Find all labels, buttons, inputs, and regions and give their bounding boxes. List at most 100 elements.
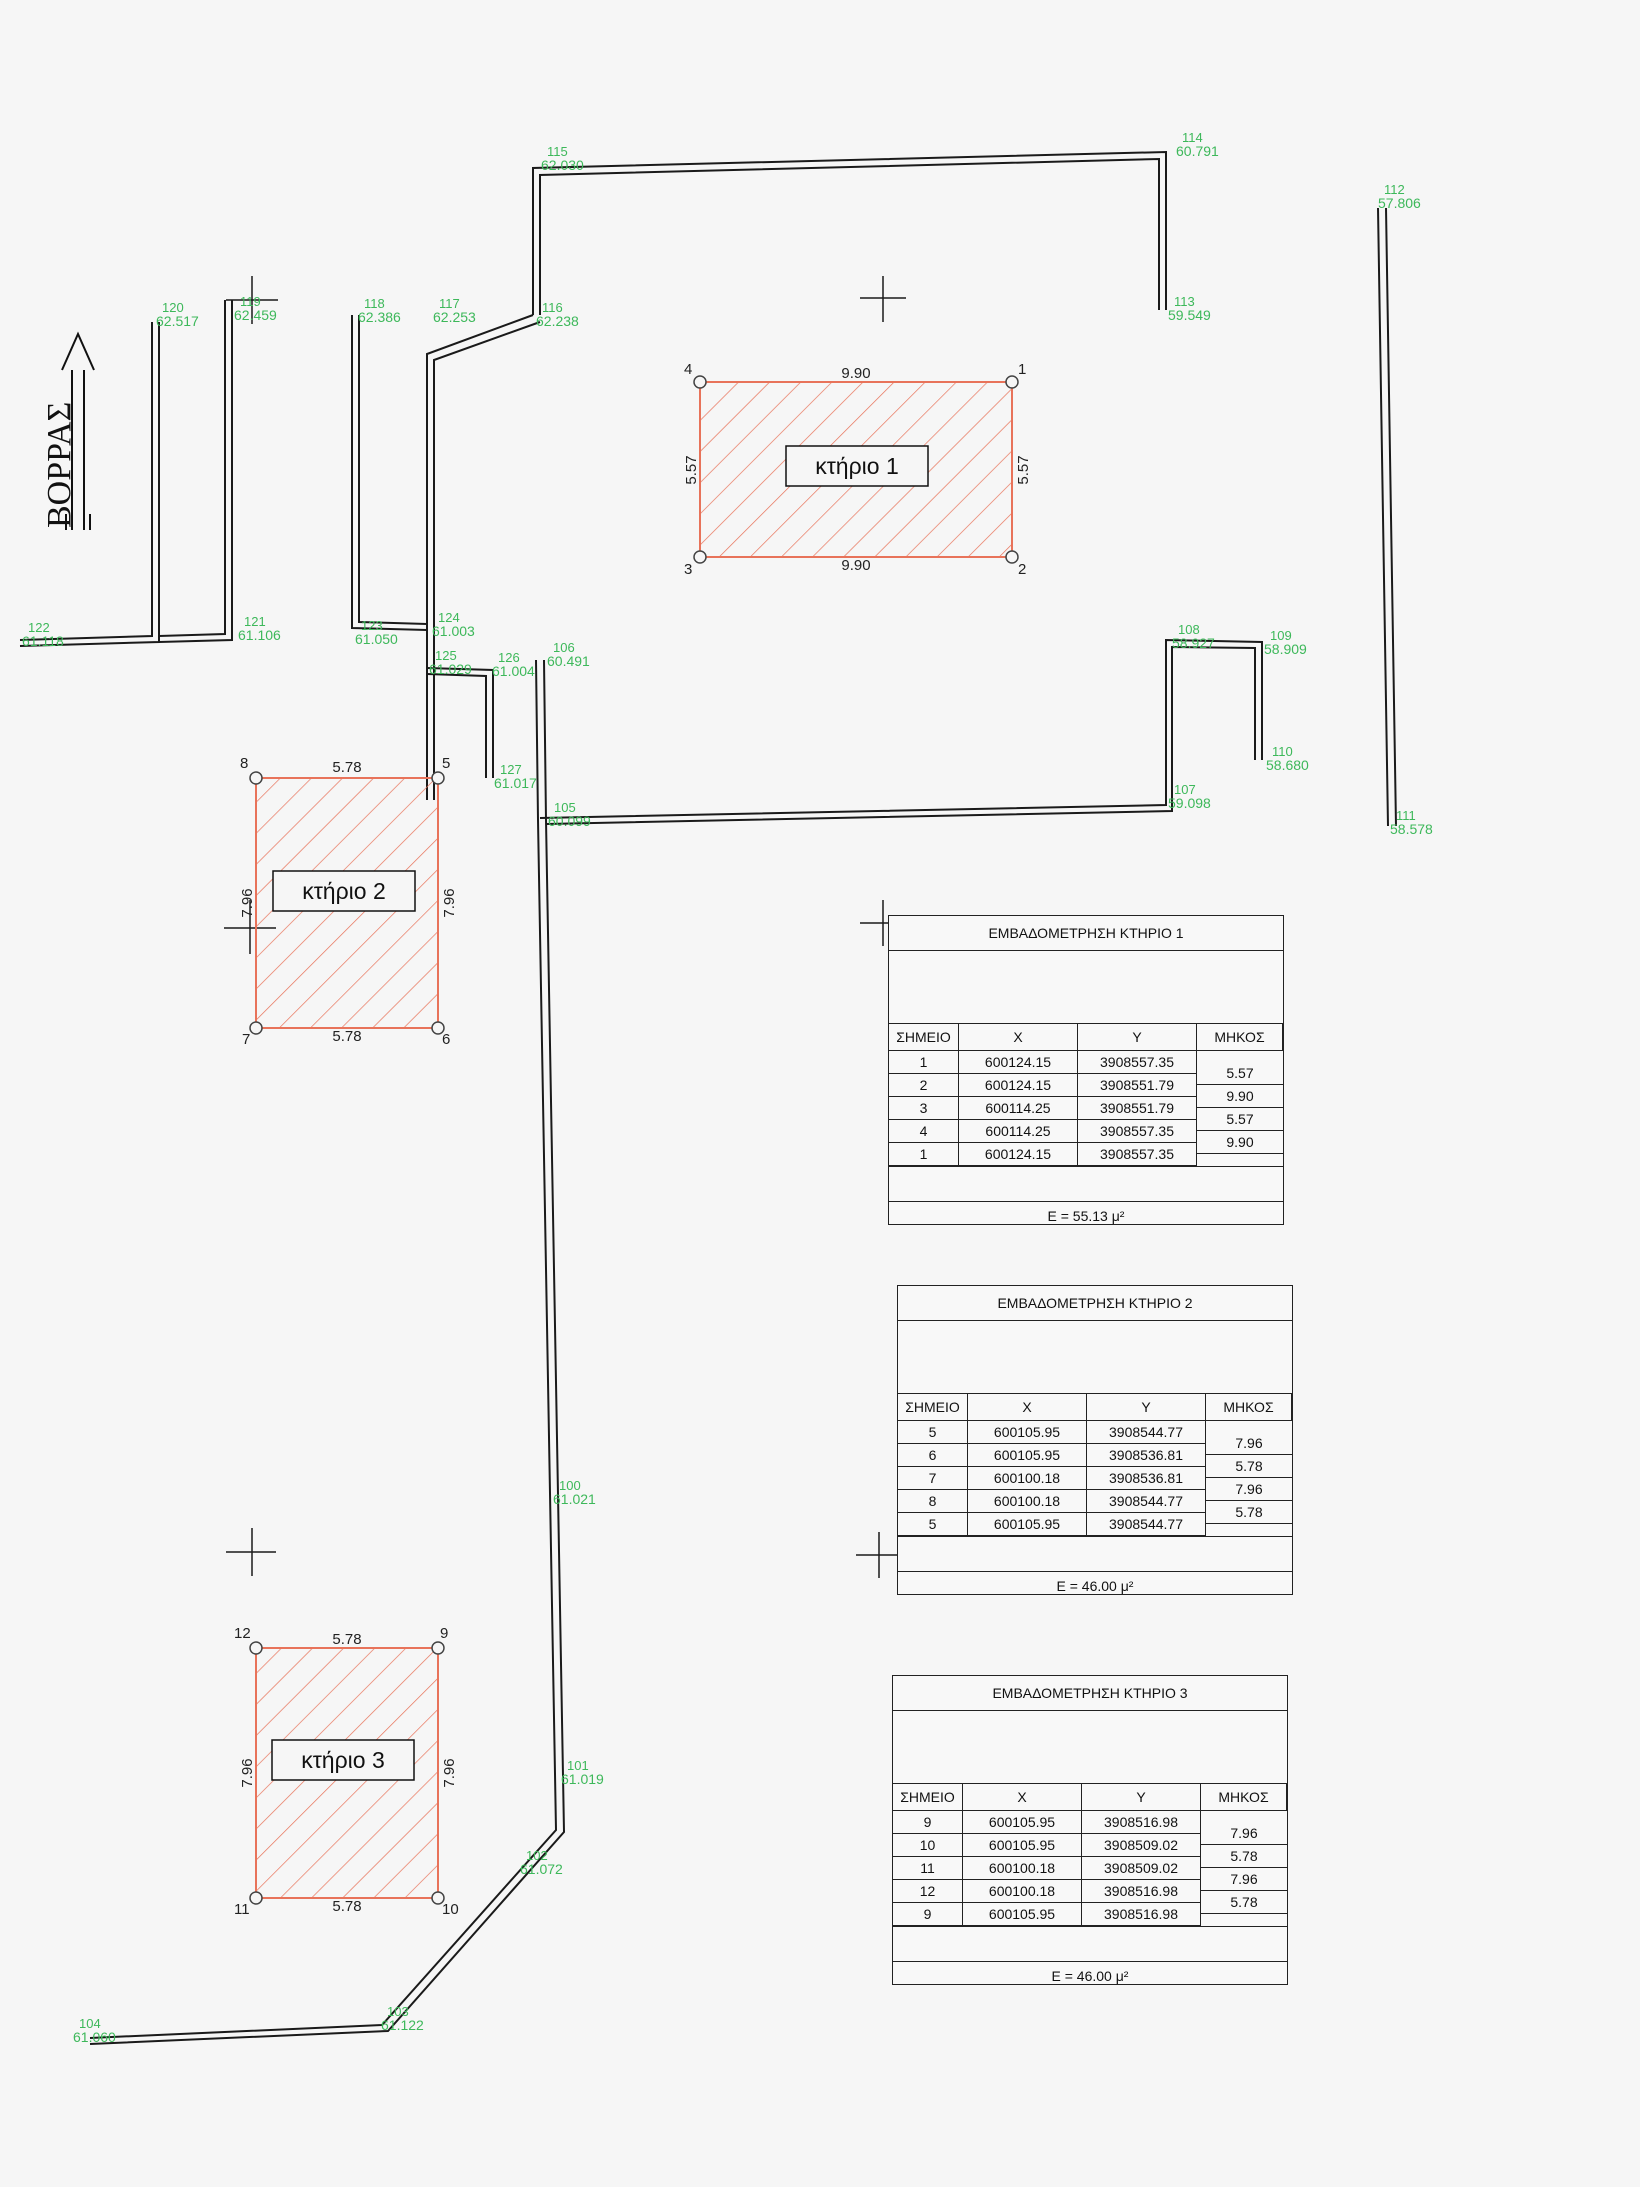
table-cell: 2: [889, 1074, 959, 1097]
corner-label: 4: [684, 361, 692, 378]
survey-point-elevation: 58.909: [1264, 641, 1307, 657]
table-cell: 3908544.77: [1087, 1490, 1206, 1513]
table-title: ΕΜΒΑΔΟΜΕΤΡΗΣΗ ΚΤΗΡΙΟ 2: [898, 1286, 1292, 1321]
cross-marker: [226, 1528, 276, 1576]
survey-point-code: 123: [361, 618, 383, 633]
length-cell: 9.90: [1197, 1131, 1283, 1154]
table-header-cell: Y: [1087, 1394, 1206, 1421]
boundary-west-d: [426, 667, 494, 778]
corner-label: 10: [442, 1901, 459, 1918]
building-1: 4 1 2 3 9.90 9.90 5.57 5.57 κτήριο 1: [683, 361, 1032, 578]
dim-top: 5.78: [332, 1631, 361, 1648]
survey-point-code: 116: [542, 300, 563, 315]
survey-point-code: 126: [498, 650, 520, 665]
survey-point-elevation: 61.122: [381, 2017, 424, 2033]
survey-point-elevation: 60.099: [548, 813, 591, 829]
building-3: 12 9 10 11 5.78 5.78 7.96 7.96 κτήριο 3: [234, 1625, 459, 1918]
table-cell: 3908557.35: [1078, 1051, 1197, 1074]
survey-point-code: 107: [1174, 782, 1196, 797]
table-foot: [898, 1536, 1292, 1571]
table-cell: 10: [893, 1834, 963, 1857]
boundary-south-cross: [539, 638, 1263, 825]
table-cell: 600100.18: [963, 1880, 1082, 1903]
corner-point: [431, 1891, 445, 1905]
table-foot: [889, 1166, 1283, 1201]
label-box: [271, 1739, 415, 1781]
dim-bottom: 5.78: [332, 1028, 361, 1045]
table-cell: 11: [893, 1857, 963, 1880]
survey-point-code: 110: [1272, 744, 1293, 759]
table-cell: 3908536.81: [1087, 1444, 1206, 1467]
table-cell: 3908516.98: [1082, 1811, 1201, 1834]
table-title: ΕΜΒΑΔΟΜΕΤΡΗΣΗ ΚΤΗΡΙΟ 1: [889, 916, 1283, 951]
survey-point-code: 125: [435, 648, 457, 663]
table-header-cell: ΜΗΚΟΣ: [1201, 1784, 1287, 1811]
table-cell: 600100.18: [963, 1857, 1082, 1880]
length-cell: 5.78: [1201, 1891, 1287, 1914]
building-label: κτήριο 1: [815, 453, 899, 479]
corner-point: [249, 1021, 263, 1035]
survey-point-elevation: 59.549: [1168, 307, 1211, 323]
survey-point-code: 112: [1384, 182, 1405, 197]
table-cell: 3908516.98: [1082, 1880, 1201, 1903]
length-cell: 5.57: [1197, 1062, 1283, 1085]
boundary-road: [89, 659, 566, 2045]
survey-point-code: 120: [162, 300, 184, 315]
length-cell: 5.78: [1206, 1501, 1292, 1524]
table-cell: 600124.15: [959, 1051, 1078, 1074]
survey-point-elevation: 61.106: [238, 627, 281, 643]
table-cell: 5: [898, 1421, 968, 1444]
survey-point-code: 105: [554, 800, 576, 815]
building-2: 8 5 6 7 5.78 5.78 7.96 7.96 κτήριο 2: [239, 755, 458, 1048]
table-cell: 3908551.79: [1078, 1097, 1197, 1120]
building-label: κτήριο 2: [302, 878, 386, 904]
table-cell: 600105.95: [963, 1811, 1082, 1834]
table-cell: 600105.95: [963, 1903, 1082, 1926]
table-cell: 3908509.02: [1082, 1857, 1201, 1880]
corner-label: 3: [684, 561, 692, 578]
survey-point-code: 109: [1270, 628, 1292, 643]
corner-point: [249, 1891, 263, 1905]
survey-point-elevation: 62.030: [541, 157, 584, 173]
label-box: [272, 870, 416, 912]
table-cell: 3908544.77: [1087, 1513, 1206, 1536]
survey-point-elevation: 62.238: [536, 313, 579, 329]
length-cell: 7.96: [1206, 1478, 1292, 1501]
table-header-cell: X: [968, 1394, 1087, 1421]
survey-point-code: 119: [240, 294, 261, 309]
table-cell: 9: [893, 1811, 963, 1834]
table-header-cell: Y: [1082, 1784, 1201, 1811]
building-label: κτήριο 3: [301, 1747, 385, 1773]
table-header-cell: ΣΗΜΕΙΟ: [893, 1784, 963, 1811]
boundary-west-c: [351, 315, 428, 631]
corner-label: 8: [240, 755, 248, 772]
corner-point: [249, 1641, 263, 1655]
survey-point-code: 101: [567, 1758, 589, 1773]
table-cell: 600105.95: [968, 1513, 1087, 1536]
dim-bottom: 9.90: [841, 557, 870, 574]
survey-point-code: 102: [526, 1848, 548, 1863]
table-cell: 600124.15: [959, 1143, 1078, 1166]
table-cell: 3908557.35: [1078, 1143, 1197, 1166]
survey-point-elevation: 58.927: [1172, 635, 1215, 651]
boundary-west-b: [158, 300, 233, 643]
survey-point-elevation: 61.019: [561, 1771, 604, 1787]
survey-point-code: 113: [1174, 294, 1195, 309]
dim-top: 9.90: [841, 365, 870, 382]
survey-point-code: 124: [438, 610, 460, 625]
table-cell: 7: [898, 1467, 968, 1490]
table-header-cell: ΣΗΜΕΙΟ: [898, 1394, 968, 1421]
survey-point-elevation: 62.517: [156, 313, 199, 329]
boundary-main-step: [426, 314, 541, 800]
corner-point: [249, 771, 263, 785]
length-cell: 7.96: [1201, 1868, 1287, 1891]
cross-marker: [226, 276, 278, 324]
corner-label: 11: [234, 1901, 250, 1918]
